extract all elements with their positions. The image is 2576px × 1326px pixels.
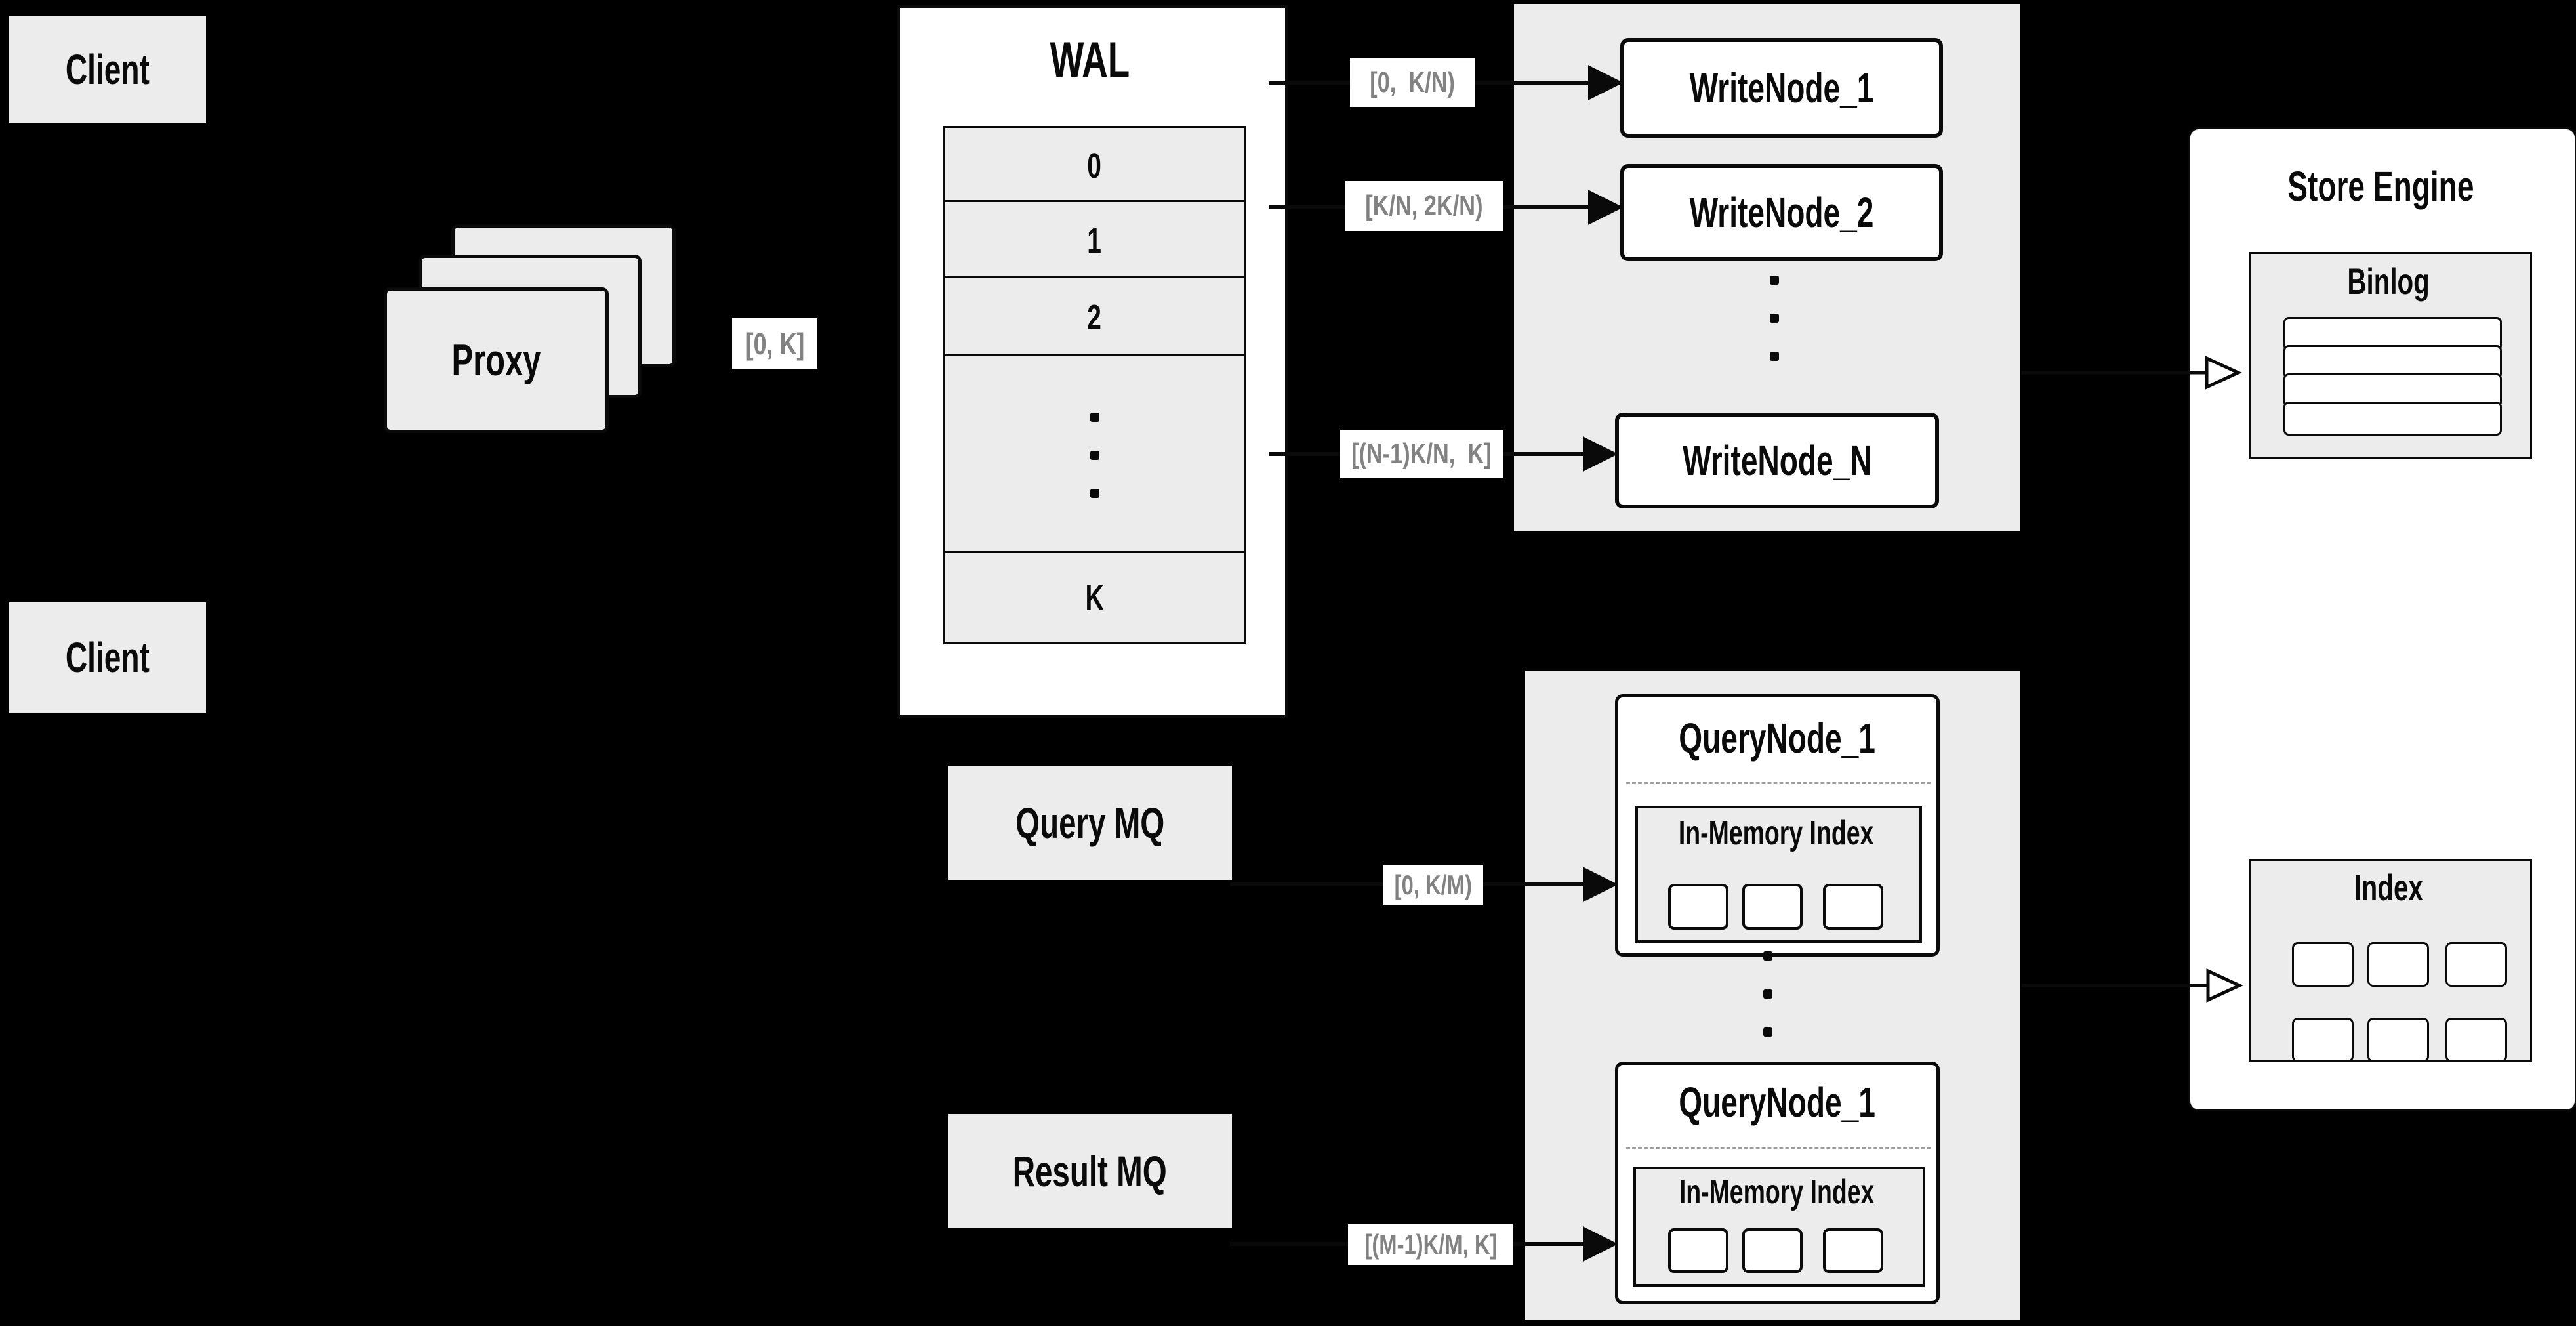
index-title: Index — [2249, 866, 2528, 908]
range-label-resultmq-to-querynode-m: [(M-1)K/M, K] — [1348, 1224, 1513, 1265]
store-engine-title-text: Store Engine — [2287, 163, 2474, 210]
in-memory-segment-cell — [1742, 1228, 1803, 1273]
result-mq-box: Result MQ — [948, 1114, 1232, 1228]
wal-row-0: 0 — [943, 126, 1246, 206]
client-box-bottom: Client — [9, 602, 206, 713]
querynode-top-title-text: QueryNode_1 — [1679, 715, 1876, 762]
in-memory-segment-cell — [1668, 1228, 1728, 1273]
range-label-querynode-1-text: [0, K/M) — [1394, 869, 1473, 900]
index-title-text: Index — [2354, 866, 2424, 908]
writenode-2-box: WriteNode_2 — [1620, 164, 1943, 261]
index-cell — [2292, 1018, 2354, 1062]
range-label-wal-to-writenode-2: [K/N, 2K/N) — [1345, 181, 1503, 231]
wal-row-ellipsis — [943, 354, 1246, 557]
wal-row-k: K — [943, 551, 1246, 644]
wal-title: WAL — [897, 30, 1282, 90]
client-box-top: Client — [9, 16, 206, 123]
client-top-label: Client — [65, 46, 150, 93]
wal-row-2: 2 — [943, 276, 1246, 360]
range-label-writenode-2-text: [K/N, 2K/N) — [1365, 190, 1483, 222]
store-engine-title: Store Engine — [2188, 159, 2573, 214]
writenode-n-label: WriteNode_N — [1682, 437, 1872, 484]
range-label-querynode-m-text: [(M-1)K/M, K] — [1364, 1229, 1497, 1260]
proxy-label: Proxy — [451, 335, 541, 385]
querynode-top-divider — [1626, 782, 1931, 784]
index-cell — [2445, 1018, 2507, 1062]
range-label-wal-to-writenode-n: [(N-1)K/N, K] — [1340, 430, 1503, 478]
binlog-row — [2283, 402, 2502, 436]
wal-row-1: 1 — [943, 200, 1246, 281]
range-label-writenode-n-text: [(N-1)K/N, K] — [1351, 438, 1492, 470]
in-memory-index-bottom-title: In-Memory Index — [1633, 1173, 1920, 1211]
range-label-wal-to-writenode-1: [0, K/N) — [1350, 58, 1475, 107]
range-label-querymq-to-querynode-1: [0, K/M) — [1383, 865, 1483, 905]
range-label-proxy-to-wal-text: [0, K] — [745, 326, 804, 361]
querynode-bottom-title-text: QueryNode_1 — [1679, 1079, 1876, 1126]
querynode-top-title: QueryNode_1 — [1615, 712, 1940, 764]
wal-row-k-label: K — [1085, 578, 1104, 617]
writenode-vertical-ellipsis — [1770, 276, 1779, 361]
querynode-bottom-title: QueryNode_1 — [1615, 1076, 1940, 1129]
in-memory-segment-cell — [1742, 884, 1803, 930]
binlog-title: Binlog — [2249, 260, 2528, 302]
index-cell — [2292, 942, 2354, 987]
binlog-title-text: Binlog — [2347, 260, 2430, 302]
client-bottom-label: Client — [65, 634, 150, 681]
query-mq-box: Query MQ — [948, 766, 1232, 880]
result-mq-label: Result MQ — [1013, 1147, 1167, 1195]
wal-title-text: WAL — [1050, 31, 1130, 88]
range-label-proxy-to-wal: [0, K] — [732, 318, 817, 369]
index-cell — [2367, 942, 2429, 987]
in-memory-segment-cell — [1668, 884, 1728, 930]
in-memory-index-top-title-text: In-Memory Index — [1678, 814, 1874, 852]
writenode-1-box: WriteNode_1 — [1620, 38, 1943, 138]
index-cell — [2367, 1018, 2429, 1062]
in-memory-segment-cell — [1823, 884, 1883, 930]
in-memory-segment-cell — [1823, 1228, 1883, 1273]
in-memory-index-top-title: In-Memory Index — [1635, 814, 1917, 853]
writenode-n-box: WriteNode_N — [1615, 413, 1939, 508]
querynode-vertical-ellipsis — [1763, 951, 1772, 1037]
in-memory-index-bottom-title-text: In-Memory Index — [1679, 1173, 1875, 1211]
wal-row-2-label: 2 — [1087, 298, 1102, 337]
wal-row-1-label: 1 — [1087, 221, 1102, 260]
wal-row-0-label: 0 — [1087, 146, 1102, 186]
writenode-2-label: WriteNode_2 — [1689, 189, 1874, 236]
wal-vertical-ellipsis — [1090, 413, 1099, 498]
proxy-card-front: Proxy — [384, 287, 609, 433]
query-mq-label: Query MQ — [1015, 798, 1165, 847]
querynode-bottom-divider — [1626, 1147, 1931, 1149]
range-label-writenode-1-text: [0, K/N) — [1370, 66, 1455, 98]
index-cell — [2445, 942, 2507, 987]
writenode-1-label: WriteNode_1 — [1689, 64, 1874, 112]
